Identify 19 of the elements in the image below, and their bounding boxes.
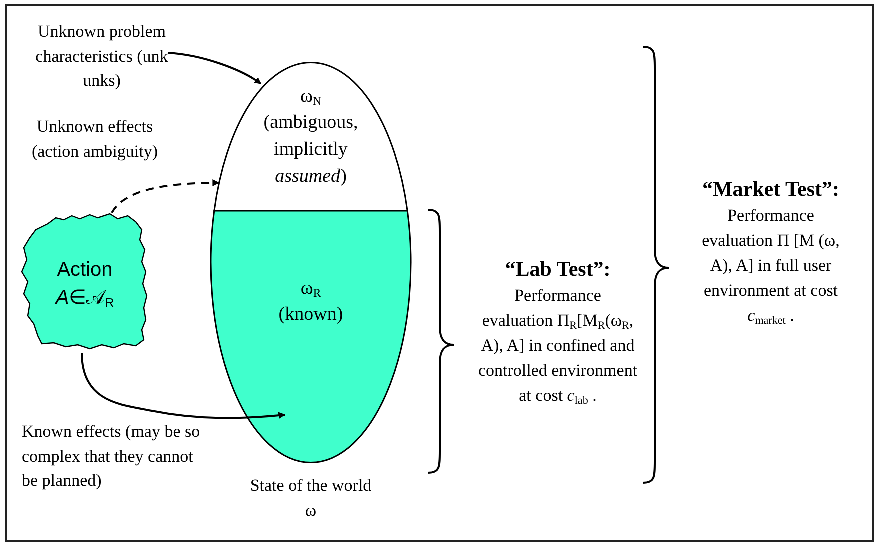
node-text: (known) (278, 303, 344, 327)
edge-label: Known effects (may be so complex that they cannot be planned) (22, 421, 202, 492)
arrow (81, 352, 286, 420)
test-description: Performance evaluation Π$_{R}$[M$_{R}$(ω$_{R}$, A), A] in confined and controlled environment at cost c$_{lab}$ . (478, 285, 638, 408)
test-heading: “Lab Test”: (505, 257, 611, 282)
node-text: (ambiguous, implicitly assumed) (262, 111, 360, 189)
edge-label: Unknown effects (action ambiguity) (30, 116, 160, 163)
node-text: ω$_{N}$ (300, 85, 322, 109)
test-description: Performance evaluation Π [M (ω, A), A] in full user environment at cost c$_{market}$ . (701, 205, 841, 328)
node-text: A∈𝒜$_{R}$ (56, 286, 114, 312)
node-text: Action (57, 258, 113, 283)
dashed-arrow (111, 180, 220, 214)
arrow (168, 52, 262, 85)
annotation-text: Unknown problem characteristics (unk unks) (22, 20, 182, 94)
ellipse-region (211, 63, 411, 211)
caption-text: State of the world ω (249, 475, 373, 522)
ellipse-region (211, 211, 411, 463)
node-text: ω$_{R}$ (300, 277, 322, 301)
test-heading: “Market Test”: (702, 177, 840, 202)
